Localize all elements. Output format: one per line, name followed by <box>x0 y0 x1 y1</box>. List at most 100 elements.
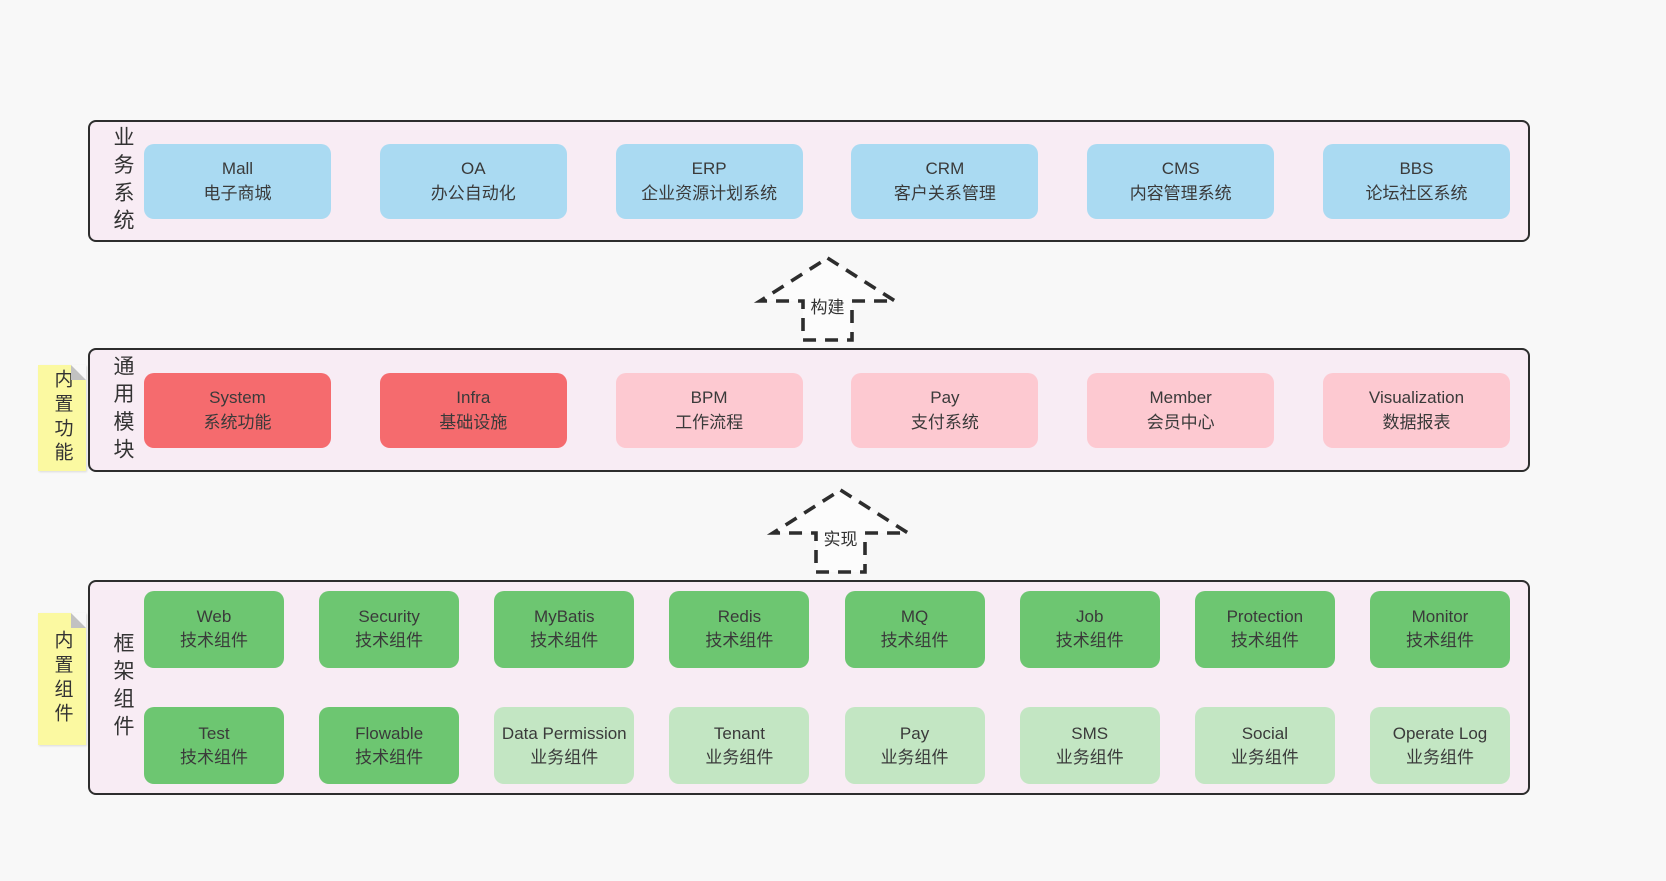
layer-modules-label: 通用模块 <box>111 354 134 466</box>
box-subtitle: 支付系统 <box>910 413 979 432</box>
up-arrow-outline <box>766 487 915 574</box>
box-title: CRM <box>925 158 965 178</box>
arrow-implement-label: 实现 <box>824 530 858 549</box>
box-pay-module: Pay 支付系统 <box>851 372 1039 448</box>
box-subtitle: 基础设施 <box>439 413 508 432</box>
up-arrow-shape: 构建 <box>753 255 902 342</box>
box-subtitle: 客户关系管理 <box>893 184 996 203</box>
box-subtitle: 办公自动化 <box>430 184 516 203</box>
box-subtitle: 电子商城 <box>203 184 272 203</box>
box-crm: CRM 客户关系管理 <box>851 143 1039 219</box>
up-arrow-shape: 实现 <box>766 487 915 574</box>
box-title: Web <box>196 607 232 627</box>
box-subtitle: 论坛社区系统 <box>1365 184 1468 203</box>
box-title: Flowable <box>355 723 424 743</box>
box-redis: Redis 技术组件 <box>669 590 810 668</box>
box-title: SMS <box>1071 723 1109 743</box>
box-title: Security <box>358 607 420 627</box>
box-subtitle: 技术组件 <box>355 747 424 767</box>
box-subtitle: 业务组件 <box>880 747 949 767</box>
box-protection: Protection 技术组件 <box>1194 590 1335 668</box>
box-subtitle: 数据报表 <box>1382 413 1451 432</box>
box-visualization: Visualization 数据报表 <box>1322 372 1510 448</box>
box-title: Infra <box>456 387 491 407</box>
box-title: BPM <box>690 387 728 407</box>
box-title: Data Permission <box>501 723 627 743</box>
box-sms: SMS 业务组件 <box>1019 707 1160 785</box>
box-title: System <box>209 387 266 407</box>
box-subtitle: 技术组件 <box>1230 631 1299 651</box>
note-built-in-components: 内置组件 <box>38 613 86 745</box>
box-subtitle: 会员中心 <box>1146 413 1215 432</box>
box-cms: CMS 内容管理系统 <box>1087 143 1275 219</box>
box-title: BBS <box>1399 158 1434 178</box>
layer-business-systems: 业务系统 Mall 电子商城 OA 办公自动化 ERP 企业资源计划系统 CRM… <box>88 120 1530 242</box>
box-infra: Infra 基础设施 <box>379 372 567 448</box>
box-subtitle: 技术组件 <box>530 631 599 651</box>
layer-components-label: 框架组件 <box>111 632 134 743</box>
box-title: Operate Log <box>1392 723 1488 743</box>
layer-common-modules: 通用模块 System 系统功能 Infra 基础设施 BPM 工作流程 Pay… <box>88 348 1530 472</box>
box-subtitle: 企业资源计划系统 <box>641 184 778 203</box>
box-title: Member <box>1149 387 1212 407</box>
box-title: MQ <box>900 607 929 627</box>
box-subtitle: 业务组件 <box>1055 747 1124 767</box>
box-monitor: Monitor 技术组件 <box>1369 590 1510 668</box>
box-subtitle: 业务组件 <box>1405 747 1474 767</box>
box-tenant: Tenant 业务组件 <box>669 707 810 785</box>
box-erp: ERP 企业资源计划系统 <box>615 143 803 219</box>
box-title: ERP <box>691 158 727 178</box>
box-bbs: BBS 论坛社区系统 <box>1322 143 1510 219</box>
component-rows: Web 技术组件 Security 技术组件 MyBatis 技术组件 Redi… <box>144 582 1510 793</box>
box-subtitle: 技术组件 <box>705 631 774 651</box>
arrow-build: 构建 <box>753 255 902 342</box>
box-web: Web 技术组件 <box>144 590 284 668</box>
box-subtitle: 技术组件 <box>355 631 424 651</box>
box-mall: Mall 电子商城 <box>144 143 331 219</box>
box-subtitle: 系统功能 <box>203 413 272 432</box>
box-pay-component: Pay 业务组件 <box>844 707 985 785</box>
box-subtitle: 业务组件 <box>530 747 599 767</box>
box-subtitle: 技术组件 <box>1405 631 1474 651</box>
box-test: Test 技术组件 <box>144 707 284 785</box>
module-boxes: System 系统功能 Infra 基础设施 BPM 工作流程 Pay 支付系统… <box>144 350 1510 470</box>
box-title: Test <box>198 723 230 743</box>
arrow-implement: 实现 <box>766 487 915 574</box>
box-title: Redis <box>717 607 762 627</box>
box-oa: OA 办公自动化 <box>379 143 567 219</box>
box-bpm: BPM 工作流程 <box>615 372 803 448</box>
box-mybatis: MyBatis 技术组件 <box>494 590 635 668</box>
note-built-in-features: 内置功能 <box>38 365 86 471</box>
layer-business-label: 业务系统 <box>111 125 134 237</box>
note-built-in-components-label: 内置组件 <box>51 630 73 728</box>
box-title: OA <box>461 158 486 178</box>
box-subtitle: 技术组件 <box>180 747 248 767</box>
box-subtitle: 工作流程 <box>675 413 744 432</box>
box-subtitle: 业务组件 <box>705 747 774 767</box>
layer-framework-components: 框架组件 Web 技术组件 Security 技术组件 MyBatis 技术组件… <box>88 580 1530 795</box>
note-built-in-features-label: 内置功能 <box>51 369 73 467</box>
box-security: Security 技术组件 <box>319 590 460 668</box>
box-subtitle: 业务组件 <box>1230 747 1299 767</box>
box-title: Pay <box>899 723 930 743</box>
box-mq: MQ 技术组件 <box>844 590 985 668</box>
box-subtitle: 内容管理系统 <box>1129 184 1232 203</box>
box-title: MyBatis <box>534 607 595 627</box>
business-boxes: Mall 电子商城 OA 办公自动化 ERP 企业资源计划系统 CRM 客户关系… <box>144 122 1510 240</box>
box-title: Monitor <box>1411 607 1469 627</box>
box-title: Mall <box>221 158 254 178</box>
box-flowable: Flowable 技术组件 <box>319 707 460 785</box>
box-data-permission: Data Permission 业务组件 <box>494 707 635 785</box>
box-subtitle: 技术组件 <box>1055 631 1124 651</box>
box-social: Social 业务组件 <box>1194 707 1335 785</box>
box-title: CMS <box>1161 158 1200 178</box>
box-title: Visualization <box>1368 387 1465 407</box>
box-job: Job 技术组件 <box>1019 590 1160 668</box>
box-title: Job <box>1075 607 1104 627</box>
arrow-build-label: 构建 <box>811 298 845 317</box>
box-title: Protection <box>1226 607 1304 627</box>
box-member: Member 会员中心 <box>1087 372 1275 448</box>
box-subtitle: 技术组件 <box>880 631 949 651</box>
box-title: Tenant <box>713 723 765 743</box>
